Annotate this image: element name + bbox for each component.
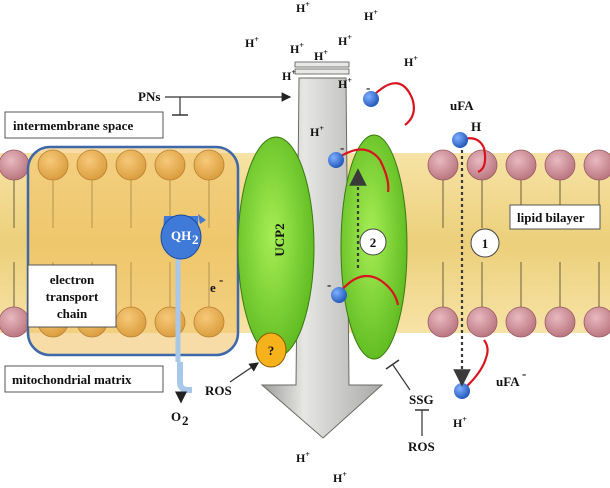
ros-bottom-label: ROS — [408, 439, 435, 454]
lipid-head — [583, 149, 610, 181]
lipid-head — [466, 306, 498, 338]
proton-label: H+ — [338, 76, 352, 91]
ucp2-label: UCP2 — [272, 223, 287, 256]
lipid-bilayer-box — [509, 204, 601, 230]
oxygen-label: O — [171, 409, 181, 424]
lipid-head — [427, 149, 459, 181]
lipid-head — [466, 149, 498, 181]
ros-left-label: ROS — [205, 383, 232, 398]
ssg-label: SSG — [409, 392, 434, 407]
lipid-head — [193, 306, 225, 338]
minus-3: - — [327, 277, 331, 292]
electron-charge: - — [219, 272, 223, 287]
etc-label-line2: transport — [46, 289, 99, 304]
lipid-head — [193, 149, 225, 181]
fatty-acid-head-2 — [328, 152, 344, 168]
ufa-label: uFA — [450, 98, 474, 113]
lipid-head — [0, 149, 30, 181]
proton-label: H+ — [245, 35, 259, 50]
step-1-circle — [470, 228, 500, 258]
pns-label: PNs — [138, 89, 160, 104]
step-2-circle — [359, 228, 387, 256]
proton-label: H+ — [296, 0, 310, 15]
lipid-head — [544, 306, 576, 338]
qh2-label: QH — [171, 228, 191, 243]
ufa-anion-charge: - — [522, 366, 526, 381]
proton-label: H+ — [296, 450, 310, 465]
intermembrane-space-box — [4, 111, 164, 139]
mitochondrial-matrix-box — [4, 365, 164, 393]
fatty-acid-head-1 — [363, 91, 379, 107]
question-mark: ? — [268, 343, 275, 358]
protons: H+ H+ H+ H+ H+ H+ H+ H+ H+ H+ H+ H+ H+ — [245, 0, 467, 485]
lipid-head — [544, 149, 576, 181]
lipid-head — [115, 306, 147, 338]
lipid-bilayer-label: lipid bilayer — [517, 210, 585, 225]
lipid-head — [505, 149, 537, 181]
fatty-acid-tails — [337, 82, 489, 389]
proton-label: H+ — [453, 415, 467, 430]
lipid-head — [0, 306, 30, 338]
proton-label: H+ — [404, 54, 418, 69]
qh2-icon — [160, 214, 206, 404]
fatty-acid-head-3 — [331, 287, 347, 303]
ssg-inhibition-bar — [385, 359, 400, 370]
ufa-anion-label: uFA — [496, 374, 520, 389]
ufa-proton-label: H — [471, 119, 481, 134]
etc-label-line3: chain — [57, 306, 88, 321]
lipid-head — [505, 306, 537, 338]
qh2-subscript: 2 — [192, 232, 199, 247]
step-2-label: 2 — [370, 235, 377, 250]
etc-label-box — [27, 264, 117, 328]
lipid-head — [115, 149, 147, 181]
ros-binding-site — [255, 332, 287, 368]
proton-label: H+ — [282, 68, 296, 83]
lipid-head — [154, 149, 186, 181]
ros-activation-arrow — [229, 362, 259, 383]
proton-label: H+ — [310, 124, 324, 139]
lipid-head — [583, 306, 610, 338]
intermembrane-space-label: intermembrane space — [13, 118, 133, 133]
mitochondrial-matrix-label: mitochondrial matrix — [12, 372, 132, 387]
proton-label: H+ — [338, 33, 352, 48]
ssg-inhibition-line — [392, 364, 411, 391]
proton-label: H+ — [290, 41, 304, 56]
fatty-acid-head-4 — [452, 132, 468, 148]
minus-1: - — [366, 80, 370, 95]
proton-label: H+ — [314, 48, 328, 63]
lipid-head — [37, 149, 69, 181]
proton-label: H+ — [364, 8, 378, 23]
fatty-acid-head-5 — [454, 383, 470, 399]
minus-2: - — [340, 140, 344, 155]
proton-leak-arrow — [260, 61, 384, 439]
lipid-head — [76, 149, 108, 181]
electron-label: e — [210, 280, 216, 295]
oxygen-subscript: 2 — [182, 413, 189, 428]
lipid-head — [427, 306, 459, 338]
etc-label-line1: electron — [50, 272, 95, 287]
step-1-label: 1 — [482, 236, 489, 251]
proton-label: H+ — [333, 470, 347, 485]
